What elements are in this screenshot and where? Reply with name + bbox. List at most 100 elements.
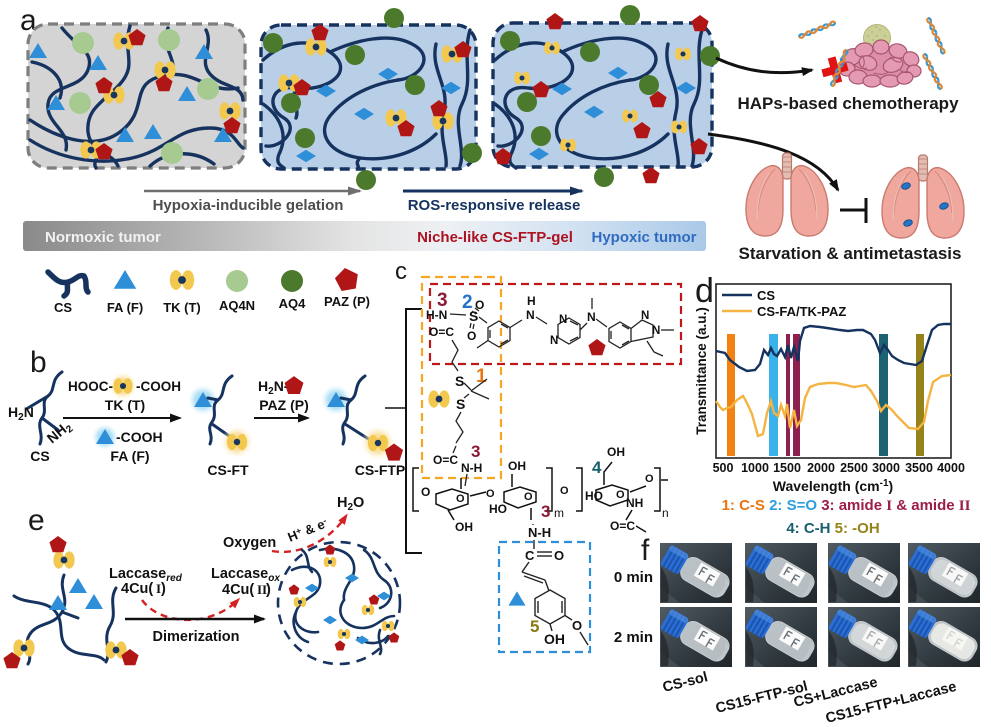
svg-text:O: O (421, 485, 430, 499)
svg-text:N: N (587, 310, 596, 324)
svg-text:O: O (616, 489, 625, 501)
svg-text:O: O (467, 329, 476, 343)
svg-text:4: C-H 5: -OH: 4: C-H 5: -OH (786, 520, 879, 537)
svg-text:Laccasered: Laccasered (109, 566, 183, 584)
svg-text:Hypoxic tumor: Hypoxic tumor (591, 229, 696, 246)
svg-text:H2N: H2N (8, 404, 34, 423)
svg-text:4Cu(: 4Cu( (222, 582, 254, 598)
svg-text:3: 3 (541, 502, 550, 521)
svg-text:e: e (28, 504, 45, 537)
svg-text:a: a (20, 4, 37, 37)
svg-text:1: C-S 2: S=O 3: amide I & ami: 1: C-S 2: S=O 3: amide I & amide II (722, 497, 971, 514)
svg-text:3000: 3000 (872, 461, 900, 475)
svg-text:3: 3 (471, 442, 480, 461)
svg-text:4000: 4000 (937, 461, 965, 475)
svg-text:C: C (525, 548, 535, 563)
svg-text:0 min: 0 min (614, 569, 653, 586)
svg-text:Transmittance (a.u.): Transmittance (a.u.) (694, 307, 709, 435)
svg-text:Normoxic tumor: Normoxic tumor (45, 229, 161, 246)
svg-text:H2N-: H2N- (258, 378, 289, 397)
svg-text:S: S (456, 396, 465, 412)
svg-text:Oxygen: Oxygen (223, 535, 276, 551)
svg-text:CS-sol: CS-sol (661, 669, 709, 696)
svg-text:NH: NH (626, 496, 643, 510)
svg-text:Niche-like CS-FTP-gel: Niche-like CS-FTP-gel (417, 229, 573, 246)
svg-text:ROS-responsive release: ROS-responsive release (408, 197, 581, 214)
svg-text:Dimerization: Dimerization (152, 629, 239, 645)
svg-text:1: 1 (476, 366, 487, 387)
svg-text:S: S (469, 308, 478, 324)
svg-text:1000: 1000 (741, 461, 769, 475)
svg-text:H2O: H2O (337, 495, 364, 513)
svg-text:n: n (662, 506, 669, 520)
svg-text:TK (T): TK (T) (105, 397, 145, 413)
svg-text:3: 3 (437, 290, 448, 311)
svg-text:CS: CS (30, 448, 49, 464)
svg-text:500: 500 (713, 461, 734, 475)
svg-text:O: O (524, 491, 533, 503)
svg-text:-COOH: -COOH (136, 379, 181, 394)
svg-text:2000: 2000 (807, 461, 835, 475)
svg-text:): ) (266, 582, 271, 598)
svg-text:O: O (572, 618, 582, 633)
svg-text:O: O (554, 548, 564, 563)
svg-text:CS-FTP: CS-FTP (355, 462, 406, 478)
svg-text:O=C: O=C (610, 519, 635, 533)
svg-text:N: N (526, 308, 535, 322)
svg-text:CS-FT: CS-FT (207, 462, 249, 478)
svg-text:HOOC-: HOOC- (68, 379, 113, 394)
svg-text:Laccaseox: Laccaseox (211, 566, 280, 584)
svg-text:f: f (641, 534, 650, 567)
svg-text:O=C: O=C (429, 325, 454, 339)
svg-text:c: c (395, 258, 407, 285)
svg-text:OH: OH (544, 631, 565, 647)
svg-text:HO: HO (585, 489, 603, 503)
svg-text:H: H (527, 294, 536, 308)
svg-text:1500: 1500 (773, 461, 801, 475)
svg-text:N-H: N-H (461, 461, 482, 475)
svg-text:OH: OH (607, 445, 625, 459)
svg-text:N: N (641, 310, 649, 322)
svg-text:OH: OH (508, 459, 526, 473)
svg-text:-COOH: -COOH (116, 429, 163, 445)
svg-text:AQ4: AQ4 (279, 296, 307, 311)
svg-text:H+ & e-: H+ & e- (286, 515, 330, 544)
svg-text:4: 4 (592, 458, 602, 477)
svg-text:II: II (257, 582, 267, 597)
svg-text:H-N: H-N (426, 308, 447, 322)
svg-text:d: d (695, 272, 714, 310)
svg-text:3500: 3500 (905, 461, 933, 475)
svg-text:PAZ (P): PAZ (P) (324, 294, 370, 309)
svg-text:N: N (550, 335, 558, 347)
svg-text:TK (T): TK (T) (163, 300, 201, 315)
svg-text:m: m (554, 506, 564, 520)
svg-text:FA (F): FA (F) (107, 300, 143, 315)
svg-text:5: 5 (530, 617, 539, 636)
svg-text:O: O (475, 298, 484, 312)
svg-text:Wavelength (cm-1): Wavelength (cm-1) (773, 478, 893, 494)
svg-text:AQ4N: AQ4N (219, 298, 255, 313)
svg-text:N-H: N-H (528, 525, 551, 540)
svg-text:CS: CS (757, 288, 775, 303)
svg-text:2: 2 (462, 292, 473, 313)
svg-text:CS-FA/TK-PAZ: CS-FA/TK-PAZ (757, 304, 846, 319)
svg-text:O: O (645, 473, 654, 485)
svg-text:HO: HO (489, 502, 507, 516)
svg-text:): ) (161, 581, 166, 597)
svg-text:I: I (156, 581, 161, 596)
svg-text:4Cu(: 4Cu( (121, 581, 153, 597)
svg-text:Starvation & antimetastasis: Starvation & antimetastasis (739, 244, 962, 263)
svg-text:CS: CS (54, 300, 72, 315)
svg-text:Hypoxia-inducible gelation: Hypoxia-inducible gelation (153, 197, 344, 214)
svg-text:O: O (560, 485, 569, 497)
svg-text:O: O (456, 493, 465, 505)
svg-text:FA (F): FA (F) (110, 448, 149, 464)
svg-text:b: b (30, 346, 47, 379)
svg-text:2500: 2500 (840, 461, 868, 475)
svg-text:2 min: 2 min (614, 629, 653, 646)
svg-text:O: O (486, 488, 495, 500)
svg-text:N: N (559, 314, 567, 326)
svg-text:HAPs-based chemotherapy: HAPs-based chemotherapy (737, 94, 959, 113)
svg-text:O=C: O=C (433, 453, 458, 467)
svg-text:S: S (455, 373, 464, 389)
